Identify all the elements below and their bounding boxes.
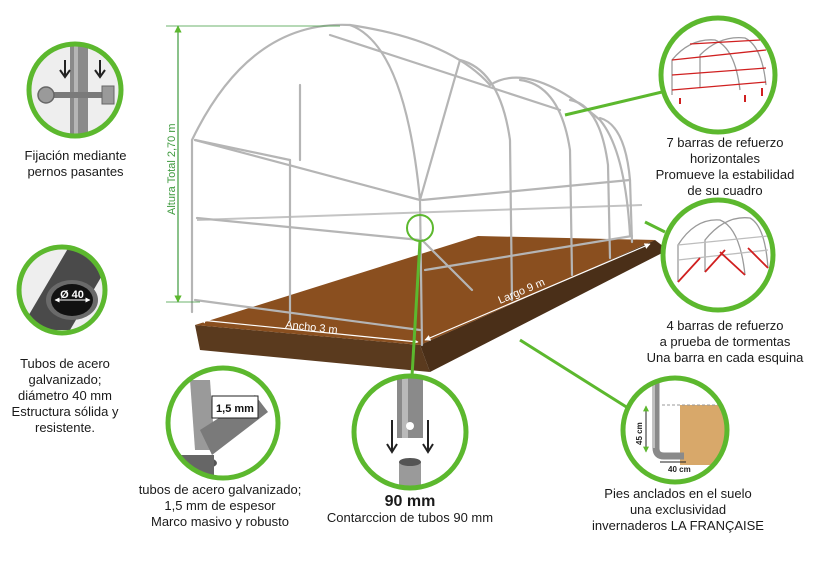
caption-joint: 90 mm Contarccion de tubos 90 mm [310,494,510,526]
tube-diameter-badge: Ø 40 [60,289,84,301]
caption-horizontal-bars: 7 barras de refuerzo horizontales Promue… [655,135,795,198]
tube-section-icon: Ø 40 [16,244,108,336]
caption-storm-bars: 4 barras de refuerzo a prueba de torment… [646,318,804,365]
caption-tube: Tubos de acero galvanizado; diámetro 40 … [11,356,119,435]
ground-anchor-icon: 45 cm 40 cm [620,375,730,485]
greenhouse: Altura Total 2,70 m Ancho 3 m Largo 9 m [166,23,668,372]
callout-connectors [406,90,666,410]
caption-anchors: Pies anclados en el suelo una exclusivid… [592,486,764,533]
tube-joint-icon [351,373,469,491]
horizontal-bars-icon [658,15,778,135]
anchor-width-label: 40 cm [668,465,691,474]
caption-thickness: tubos de acero galvanizado; 1,5 mm de es… [138,482,302,529]
bolt-fixing-icon [26,41,124,139]
height-dimension-label: Altura Total 2,70 m [166,123,178,215]
joint-title: 90 mm [384,493,436,510]
anchor-height-label: 45 cm [635,422,644,445]
caliper-icon: 1,5 mm [165,365,281,481]
caption-bolts: Fijación mediante pernos pasantes [24,148,127,179]
thickness-badge: 1,5 mm [216,403,254,415]
storm-bars-icon [660,197,776,313]
width-dimension-label: Ancho 3 m [285,319,339,336]
